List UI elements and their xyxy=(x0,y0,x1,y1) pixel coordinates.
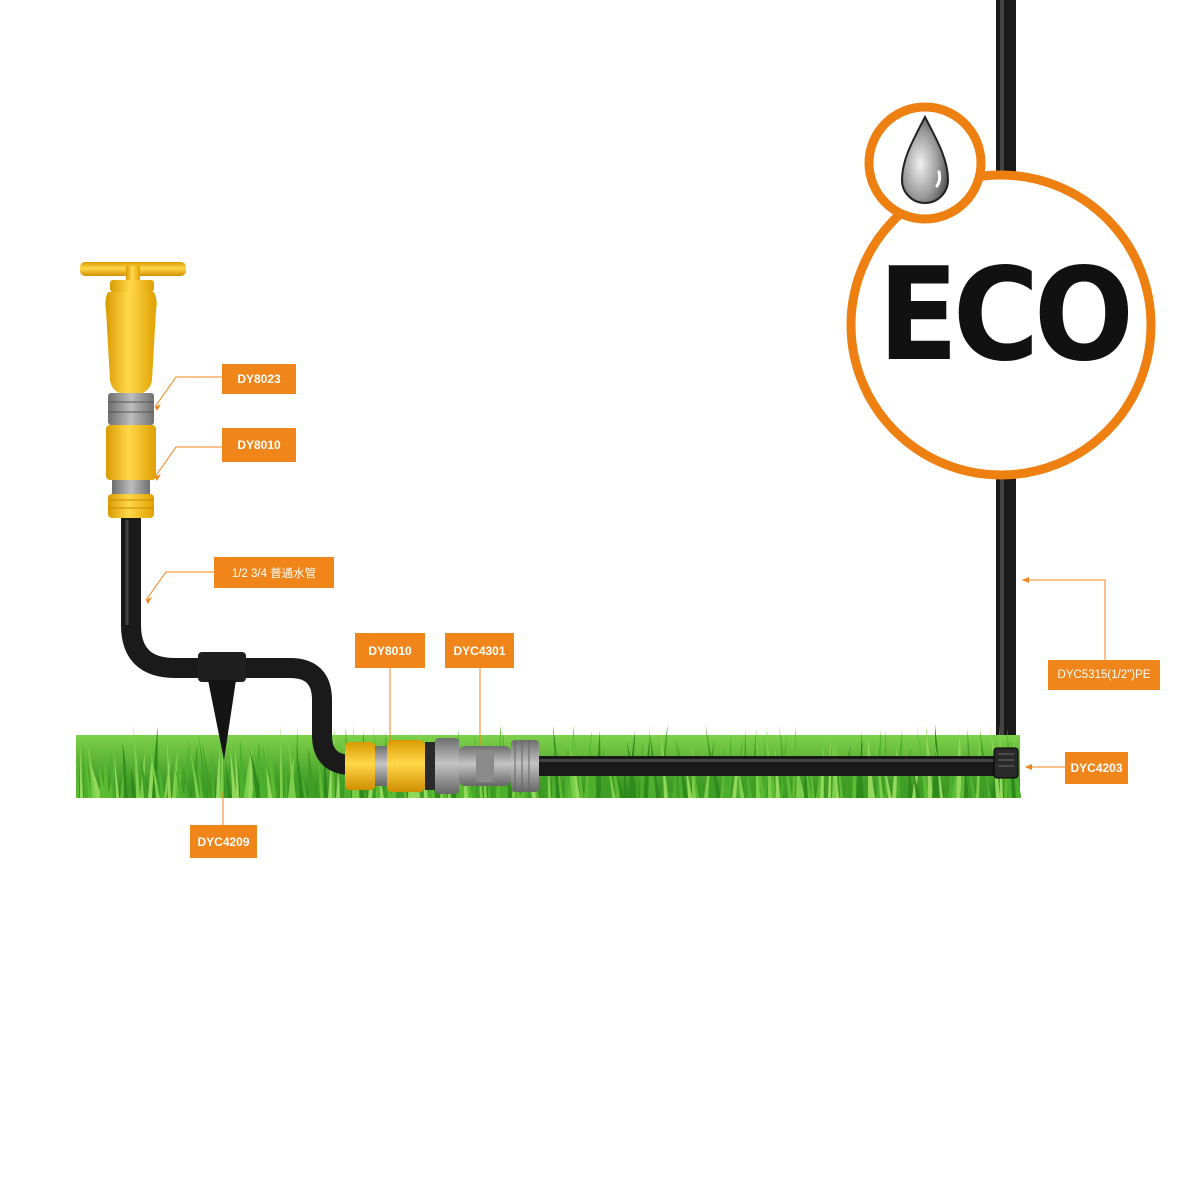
leader-lines xyxy=(145,376,1106,825)
pe-pipe-horizontal xyxy=(520,756,1006,776)
label-hose-connector-bottom: DY8010 xyxy=(355,633,425,668)
label-hose-connector-top: DY8010 xyxy=(222,428,296,462)
label-valve: DYC4301 xyxy=(445,633,514,668)
water-drop-icon xyxy=(900,114,950,204)
hose-stake xyxy=(198,652,246,760)
elbow-fitting xyxy=(993,747,1019,779)
garden-hose xyxy=(121,515,353,775)
label-pe-pipe: DYC5315(1/2")PE xyxy=(1048,660,1160,690)
label-faucet-connector: DY8023 xyxy=(222,364,296,394)
eco-title: ECO xyxy=(878,241,1134,390)
label-elbow: DYC4203 xyxy=(1065,752,1128,784)
hose-connector-bottom xyxy=(345,740,435,792)
water-tap xyxy=(80,262,186,395)
label-hose: 1/2 3/4 普通水管 xyxy=(214,557,334,588)
hose-connector-top xyxy=(106,425,156,518)
label-stake: DYC4209 xyxy=(190,825,257,858)
leader-arrows xyxy=(146,404,1032,770)
eco-badge xyxy=(846,102,1156,480)
valve-fitting xyxy=(435,738,539,794)
faucet-connector xyxy=(108,393,154,425)
